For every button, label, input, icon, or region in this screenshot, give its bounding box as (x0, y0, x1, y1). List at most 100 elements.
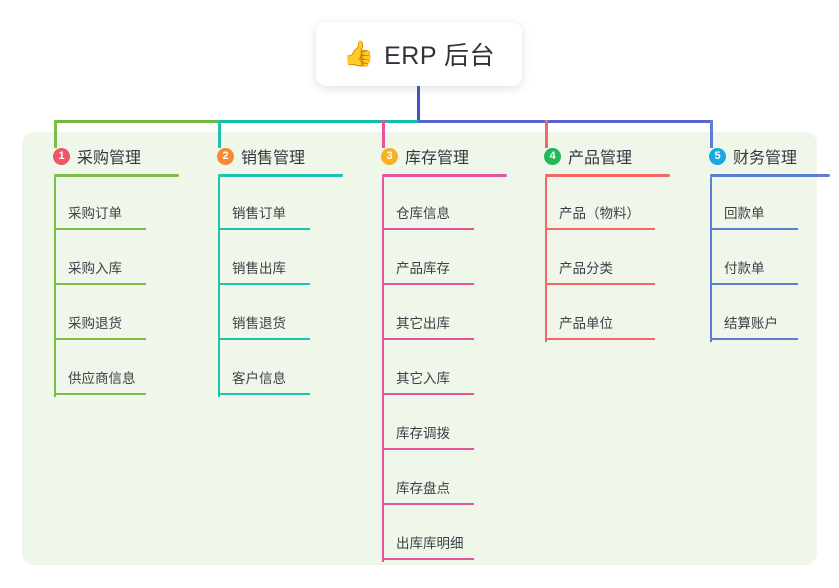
branch-item-rule (382, 338, 474, 340)
branch-item-label: 销售退货 (232, 316, 286, 331)
branch-header-rule (218, 174, 343, 177)
branch-item-label: 采购订单 (68, 206, 122, 221)
bus-segment-blue (418, 120, 713, 123)
branch-item-list: 回款单付款单结算账户 (692, 177, 822, 342)
branch-item-label: 采购入库 (68, 261, 122, 276)
branch-item-rule (382, 228, 474, 230)
branch-item-rule (218, 283, 310, 285)
branch-item-label: 其它出库 (396, 316, 450, 331)
branch-header-3[interactable]: 3 库存管理 (364, 143, 524, 169)
branch-item-label: 库存调拨 (396, 426, 450, 441)
branch-title: 销售管理 (241, 150, 306, 167)
branch-item-label: 结算账户 (724, 316, 778, 331)
branch-header-rule (382, 174, 507, 177)
branch-column-3: 3 库存管理仓库信息产品库存其它出库其它入库库存调拨库存盘点出库库明细 (364, 143, 524, 562)
branch-item[interactable]: 回款单 (692, 177, 822, 232)
branch-header-4[interactable]: 4 产品管理 (527, 143, 697, 169)
branch-item[interactable]: 采购退货 (36, 287, 196, 342)
branch-item[interactable]: 供应商信息 (36, 342, 196, 397)
branch-item-label: 产品分类 (559, 261, 613, 276)
branch-drop-line-3 (382, 120, 385, 148)
branch-item-label: 客户信息 (232, 371, 286, 386)
branch-item-label: 付款单 (724, 261, 765, 276)
branch-number-badge: 3 (381, 147, 398, 165)
branch-spine (382, 177, 384, 562)
branch-item-rule (710, 283, 798, 285)
branch-item-label: 采购退货 (68, 316, 122, 331)
branch-item-rule (382, 283, 474, 285)
branch-spine (545, 177, 547, 342)
branch-spine (54, 177, 56, 397)
branch-item[interactable]: 产品库存 (364, 232, 524, 287)
branch-item-rule (382, 393, 474, 395)
branch-drop-line-4 (545, 120, 548, 148)
branch-column-5: 5 财务管理回款单付款单结算账户 (692, 143, 830, 342)
branch-title: 财务管理 (733, 150, 798, 167)
branch-title: 产品管理 (568, 150, 633, 167)
root-stem-line (417, 86, 420, 123)
branch-item[interactable]: 客户信息 (200, 342, 360, 397)
branch-item[interactable]: 其它出库 (364, 287, 524, 342)
branch-drop-line-2 (218, 120, 221, 148)
branch-number-badge: 4 (544, 147, 561, 165)
branch-item-label: 仓库信息 (396, 206, 450, 221)
branch-item[interactable]: 仓库信息 (364, 177, 524, 232)
branch-number-badge: 5 (709, 147, 726, 165)
branch-header-rule (545, 174, 670, 177)
branch-item-label: 回款单 (724, 206, 765, 221)
branch-item-rule (218, 393, 310, 395)
branch-item-label: 产品库存 (396, 261, 450, 276)
thumbs-up-icon: 👍 (342, 39, 375, 68)
branch-item-list: 销售订单销售出库销售退货客户信息 (200, 177, 360, 397)
branch-item[interactable]: 其它入库 (364, 342, 524, 397)
branch-item-rule (218, 228, 310, 230)
branch-item[interactable]: 库存调拨 (364, 397, 524, 452)
branch-item[interactable]: 产品（物料） (527, 177, 697, 232)
branch-item-rule (54, 393, 146, 395)
branch-item-label: 其它入库 (396, 371, 450, 386)
branch-header-rule (710, 174, 830, 177)
branch-drop-line-5 (710, 120, 713, 148)
branch-item-rule (54, 338, 146, 340)
branch-item[interactable]: 产品分类 (527, 232, 697, 287)
branch-column-4: 4 产品管理产品（物料） 产品分类产品单位 (527, 143, 697, 342)
branch-item[interactable]: 付款单 (692, 232, 822, 287)
root-node-card[interactable]: 👍 ERP 后台 (316, 22, 522, 86)
branch-item[interactable]: 结算账户 (692, 287, 822, 342)
branch-item-label: 库存盘点 (396, 481, 450, 496)
branch-item[interactable]: 产品单位 (527, 287, 697, 342)
branch-item-label: 销售订单 (232, 206, 286, 221)
branch-item-rule (218, 338, 310, 340)
branch-column-2: 2 销售管理销售订单销售出库销售退货客户信息 (200, 143, 360, 397)
branch-item-label: 产品（物料） (559, 206, 640, 221)
branch-item-rule (545, 338, 655, 340)
branch-item[interactable]: 采购订单 (36, 177, 196, 232)
branch-item-list: 产品（物料） 产品分类产品单位 (527, 177, 697, 342)
branches-panel (22, 132, 817, 565)
branch-item-rule (382, 448, 474, 450)
branch-item-rule (710, 228, 798, 230)
branch-item-rule (545, 228, 655, 230)
branch-item-list: 采购订单采购入库采购退货供应商信息 (36, 177, 196, 397)
branch-header-5[interactable]: 5 财务管理 (692, 143, 822, 169)
branch-item-rule (54, 283, 146, 285)
branch-item-rule (382, 558, 474, 560)
branch-spine (710, 177, 712, 342)
branch-item[interactable]: 采购入库 (36, 232, 196, 287)
branch-number-badge: 2 (217, 147, 234, 165)
branch-item[interactable]: 库存盘点 (364, 452, 524, 507)
root-title: ERP 后台 (384, 42, 496, 70)
branch-item[interactable]: 销售出库 (200, 232, 360, 287)
branch-item-label: 产品单位 (559, 316, 613, 331)
branch-item-label: 销售出库 (232, 261, 286, 276)
branch-item[interactable]: 出库库明细 (364, 507, 524, 562)
branch-header-2[interactable]: 2 销售管理 (200, 143, 360, 169)
branch-item[interactable]: 销售订单 (200, 177, 360, 232)
branch-item[interactable]: 销售退货 (200, 287, 360, 342)
bus-segment-green (54, 120, 218, 123)
branch-item-label: 出库库明细 (396, 536, 464, 551)
branch-title: 库存管理 (405, 150, 470, 167)
